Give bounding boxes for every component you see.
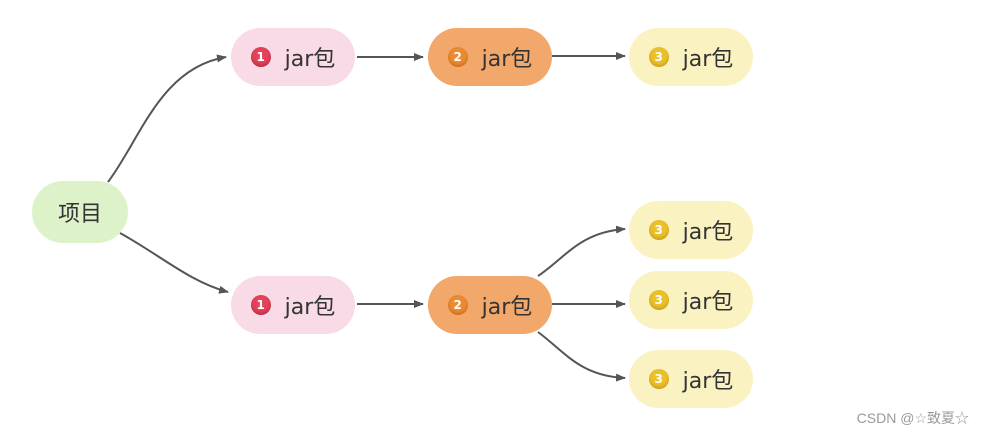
badge-3-icon: 3 <box>648 290 669 310</box>
node-top-level1[interactable]: 1 jar包 <box>231 28 355 86</box>
node-label: jar包 <box>481 295 533 320</box>
node-bottom-level2[interactable]: 2 jar包 <box>428 276 552 334</box>
root-node-label: 项目 <box>57 202 102 227</box>
edge-bottom-level2-to-level3-top <box>537 225 626 277</box>
badge-2-icon: 2 <box>447 295 468 315</box>
edge-root-to-bottom-level1 <box>119 232 229 294</box>
node-label: jar包 <box>284 295 336 320</box>
badge-1-icon: 1 <box>250 47 271 67</box>
node-top-level3[interactable]: 3 jar包 <box>629 28 753 86</box>
node-label: jar包 <box>481 47 533 72</box>
node-label: jar包 <box>682 369 734 394</box>
badge-3-icon: 3 <box>648 369 669 389</box>
badge-1-icon: 1 <box>250 295 271 315</box>
node-label: jar包 <box>284 47 336 72</box>
badge-3-icon: 3 <box>648 220 669 240</box>
watermark: CSDN @☆致夏☆ <box>856 410 969 426</box>
edge-bottom-level2-to-level3-bottom <box>537 331 626 382</box>
node-bottom-level3-a[interactable]: 3 jar包 <box>629 201 753 259</box>
node-label: jar包 <box>682 290 734 315</box>
node-bottom-level3-c[interactable]: 3 jar包 <box>629 350 753 408</box>
node-label: jar包 <box>682 220 734 245</box>
edge-root-to-top-level1 <box>107 54 227 183</box>
node-bottom-level3-b[interactable]: 3 jar包 <box>629 271 753 329</box>
badge-2-icon: 2 <box>447 47 468 67</box>
root-node-project[interactable]: 项目 <box>32 181 128 243</box>
node-top-level2[interactable]: 2 jar包 <box>428 28 552 86</box>
node-bottom-level1[interactable]: 1 jar包 <box>231 276 355 334</box>
badge-3-icon: 3 <box>648 47 669 67</box>
node-label: jar包 <box>682 47 734 72</box>
